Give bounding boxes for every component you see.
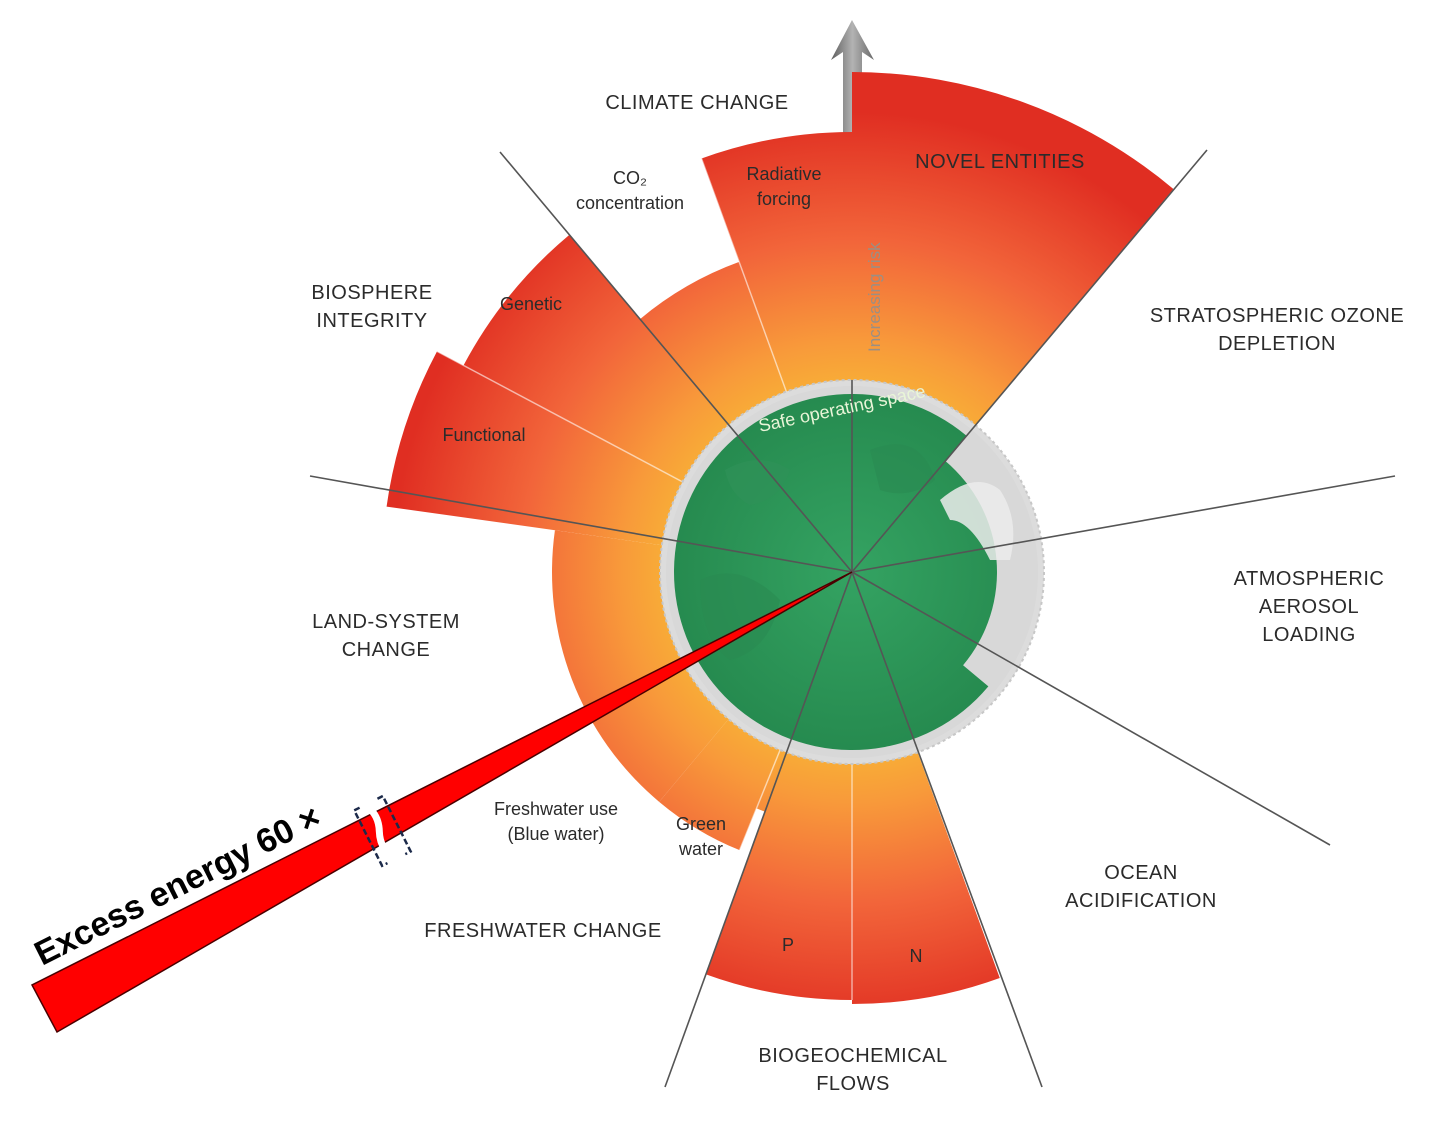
- category-ocean-acidification-line2: ACIDIFICATION: [1065, 890, 1217, 912]
- category-land-system-change-line1: LAND-SYSTEM: [312, 611, 460, 633]
- category-climate-change: CLIMATE CHANGE: [605, 92, 788, 114]
- separator-line: [851, 149, 1208, 573]
- sublabel-green-water-line2: water: [678, 839, 723, 859]
- wedge-genetic: [463, 234, 756, 502]
- separator-line: [664, 571, 853, 1088]
- separator-line: [851, 571, 1043, 1088]
- sublabel-n: N: [910, 946, 923, 966]
- wedge-phosphorus: [705, 712, 852, 1000]
- wedge-functional: [386, 351, 720, 552]
- category-atmospheric-aerosol-line1: ATMOSPHERIC: [1234, 568, 1385, 590]
- category-atmospheric-aerosol-line2: AEROSOL: [1259, 596, 1359, 618]
- category-land-system-change-line2: CHANGE: [342, 639, 431, 661]
- sublabel-blue-water-line1: Freshwater use: [494, 799, 618, 819]
- sublabel-p: P: [782, 935, 794, 955]
- sublabel-functional: Functional: [442, 425, 525, 445]
- category-stratospheric-ozone-line2: DEPLETION: [1218, 333, 1336, 355]
- category-freshwater-change: FRESHWATER CHANGE: [424, 920, 661, 942]
- separator-lines: [309, 149, 1396, 1088]
- category-biogeochemical-flows-line2: FLOWS: [816, 1073, 890, 1095]
- sublabel-co2-line1: CO₂: [613, 168, 647, 188]
- category-stratospheric-ozone-line1: STRATOSPHERIC OZONE: [1150, 305, 1404, 327]
- sublabel-radiative-forcing-line2: forcing: [757, 189, 811, 209]
- category-atmospheric-aerosol-line3: LOADING: [1262, 624, 1356, 646]
- sublabel-genetic: Genetic: [500, 294, 562, 314]
- sublabel-radiative-forcing-line1: Radiative: [746, 164, 821, 184]
- sublabel-green-water-line1: Green: [676, 814, 726, 834]
- category-ocean-acidification-line1: OCEAN: [1104, 862, 1178, 884]
- boundary-wedges: [386, 72, 1174, 1004]
- category-biogeochemical-flows-line1: BIOGEOCHEMICAL: [758, 1045, 947, 1067]
- wedge-land-system-change: [551, 530, 756, 802]
- wedge-radiative-forcing: [701, 132, 852, 432]
- category-biosphere-integrity-line2: INTEGRITY: [316, 310, 427, 332]
- increasing-risk-label: Increasing risk: [865, 242, 884, 352]
- category-biosphere-integrity-line1: BIOSPHERE: [311, 282, 432, 304]
- separator-line: [499, 151, 853, 573]
- sublabel-co2-line2: concentration: [576, 193, 684, 213]
- excess-energy-wedge: [30, 571, 853, 1034]
- wedge-novel-entities: [852, 72, 1174, 458]
- wedge-nitrogen: [852, 712, 1000, 1004]
- separator-line: [851, 475, 1396, 573]
- separator-line: [309, 475, 853, 573]
- category-novel-entities: NOVEL ENTITIES: [915, 151, 1085, 173]
- separator-line: [851, 571, 1331, 846]
- sublabel-blue-water-line2: (Blue water): [507, 824, 604, 844]
